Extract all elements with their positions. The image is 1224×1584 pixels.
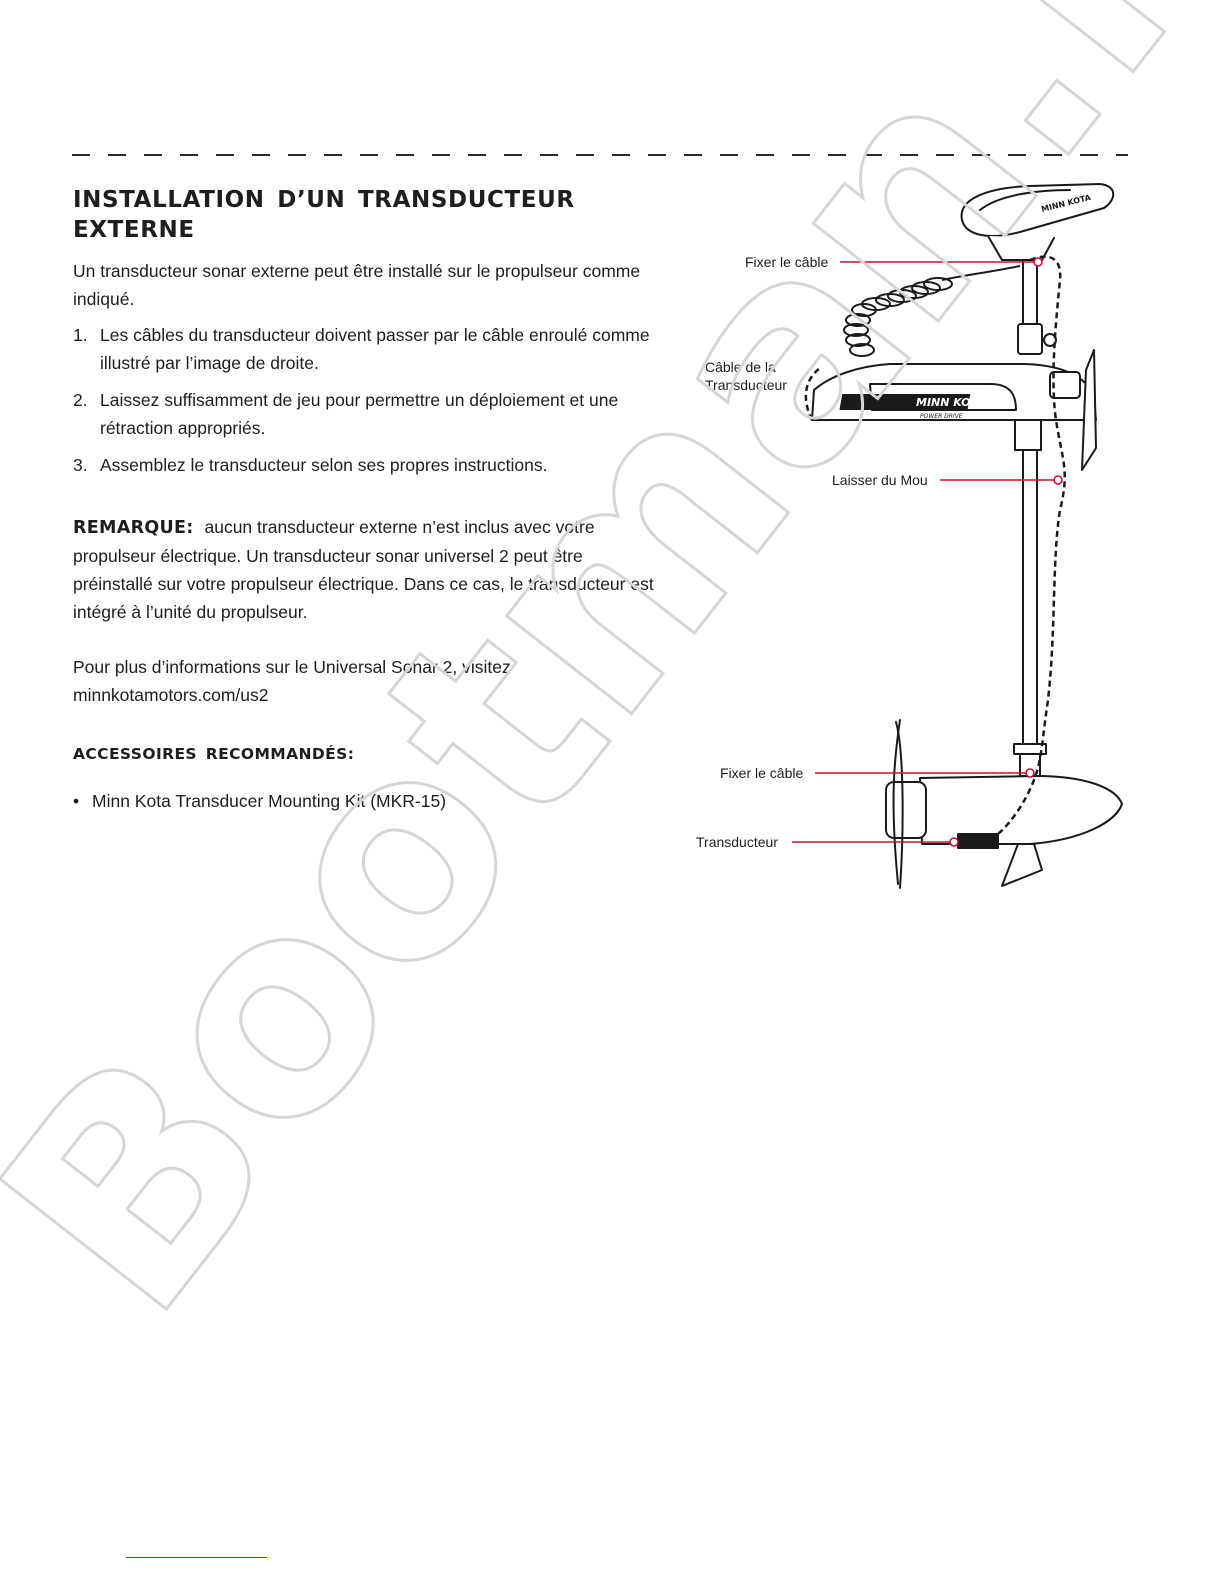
transducer-cable-left xyxy=(804,367,821,421)
note-paragraph: REMARQUE: aucun transducteur externe n’e… xyxy=(73,513,663,626)
upper-shaft xyxy=(1022,259,1038,325)
shaft-bracket xyxy=(1014,419,1042,451)
step-number: 1. xyxy=(73,325,88,345)
note-label: REMARQUE: xyxy=(73,518,194,538)
callout-transducer: Transducteur xyxy=(696,834,778,850)
trolling-motor-illustration: MINN KOTA MINN KOTA POWER DRIVE xyxy=(792,183,1123,889)
accessories-list: • Minn Kota Transducer Mounting Kit (MKR… xyxy=(73,787,663,815)
trolling-motor-figure: MINN KOTA MINN KOTA POWER DRIVE xyxy=(690,180,1170,900)
step-text: Assemblez le transducteur selon ses prop… xyxy=(100,455,548,475)
step-text: Les câbles du transducteur doivent passe… xyxy=(100,325,650,373)
step-number: 3. xyxy=(73,455,88,475)
callout-lines xyxy=(792,257,1063,847)
section-title: INSTALLATION D’UN TRANSDUCTEUR EXTERNE xyxy=(73,187,575,243)
accessory-item: • Minn Kota Transducer Mounting Kit (MKR… xyxy=(73,787,663,815)
step-item: 3. Assemblez le transducteur selon ses p… xyxy=(73,451,663,479)
callout-cable-line1: Câble de la xyxy=(705,359,776,375)
steps-list: 1. Les câbles du transducteur doivent pa… xyxy=(73,321,663,479)
lower-shaft xyxy=(1022,449,1038,745)
instructions-column: INSTALLATION D’UN TRANSDUCTEUR EXTERNE U… xyxy=(73,185,663,815)
step-item: 2. Laissez suffisamment de jeu pour perm… xyxy=(73,386,663,442)
callout-cable-line2: Transducteur xyxy=(705,377,787,393)
callout-slack: Laisser du Mou xyxy=(832,472,928,488)
info-link[interactable]: minnkotamotors.com/us2 xyxy=(73,685,269,705)
bullet-icon: • xyxy=(73,791,80,811)
shaft-collar xyxy=(1017,323,1043,355)
accessory-text: Minn Kota Transducer Mounting Kit (MKR-1… xyxy=(92,791,447,811)
callout-secure-top: Fixer le câble xyxy=(745,254,829,270)
transducer-cable xyxy=(989,255,1066,842)
lower-unit xyxy=(885,719,1123,889)
step-item: 1. Les câbles du transducteur doivent pa… xyxy=(73,321,663,377)
info-paragraph: Pour plus d’informations sur le Universa… xyxy=(73,653,663,709)
step-text: Laissez suffisamment de jeu pour permett… xyxy=(100,390,619,438)
collar-knob xyxy=(1043,333,1057,347)
intro-paragraph: Un transducteur sonar externe peut être … xyxy=(73,261,641,309)
transducer-block xyxy=(957,833,999,849)
note-text: aucun transducteur externe n’est inclus … xyxy=(73,517,654,622)
control-head: MINN KOTA xyxy=(960,183,1115,261)
accessories-heading: ACCESSOIRES RECOMMANDÉS: xyxy=(73,745,355,763)
mount-logo: MINN KOTA POWER DRIVE xyxy=(839,394,986,420)
footer-link-underline xyxy=(126,1557,267,1558)
svg-text:POWER DRIVE: POWER DRIVE xyxy=(920,413,963,420)
info-text: Pour plus d’informations sur le Universa… xyxy=(73,657,511,677)
motor-mount: MINN KOTA POWER DRIVE xyxy=(811,349,1097,471)
step-number: 2. xyxy=(73,390,88,410)
coiled-cable xyxy=(843,265,1021,357)
callout-secure-bottom: Fixer le câble xyxy=(720,765,804,781)
svg-text:MINN KOTA: MINN KOTA xyxy=(916,396,986,409)
dashed-divider xyxy=(72,154,1128,156)
